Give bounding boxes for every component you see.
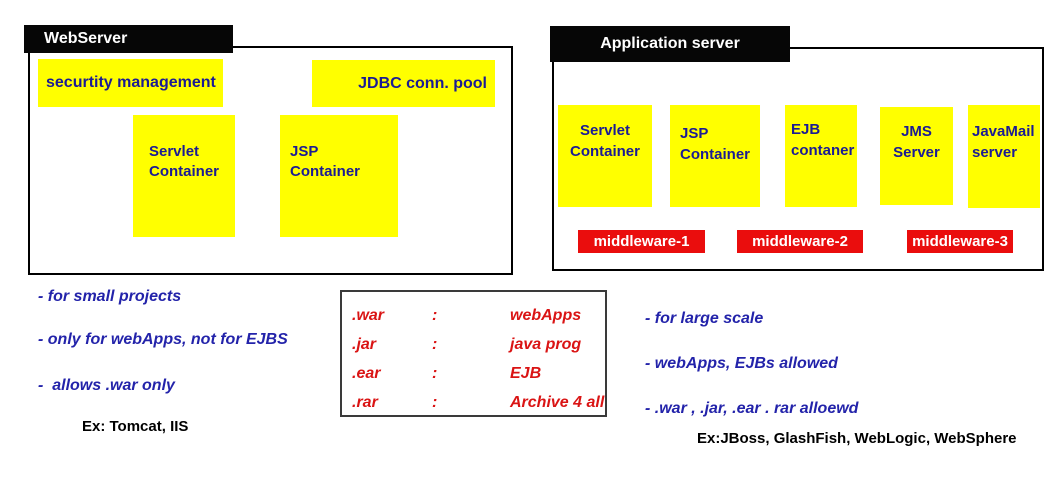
legend-ext-ear: .ear	[352, 364, 381, 382]
webserver-security-management-box: securtity management	[38, 59, 223, 107]
archive-legend-box: .war : webApps .jar : java prog .ear : E…	[340, 290, 607, 417]
appserver-note-ejbs-allowed: - webApps, EJBs allowed	[645, 355, 838, 372]
as-jms-line2: Server	[893, 144, 940, 161]
servlet-label-line2: Container	[149, 163, 220, 180]
legend-ext-jar: .jar	[352, 335, 377, 353]
legend-sep-war: :	[432, 306, 438, 324]
appserver-ejb-container-box: EJB contaner	[785, 105, 857, 207]
legend-sep-rar: :	[432, 393, 438, 411]
as-jsp-line1: JSP	[680, 125, 709, 142]
appserver-jsp-container-box: JSP Container	[670, 105, 760, 207]
webserver-header: WebServer	[24, 25, 233, 53]
legend-sep-ear: :	[432, 364, 438, 382]
appserver-note-large-scale: - for large scale	[645, 310, 764, 327]
as-ejb-line1: EJB	[791, 121, 821, 138]
jdbc-pool-label: JDBC conn. pool	[358, 75, 487, 92]
middleware-2-box: middleware-2	[737, 230, 863, 253]
webserver-title: WebServer	[44, 30, 128, 47]
legend-sep-jar: :	[432, 335, 438, 353]
as-javamail-line2: server	[972, 144, 1018, 161]
as-ejb-line2: contaner	[791, 142, 855, 159]
legend-desc-war: webApps	[510, 306, 582, 324]
legend-row-ear: .ear : EJB	[342, 359, 605, 388]
appserver-servlet-container-box: Servlet Container	[558, 105, 652, 207]
as-servlet-line2: Container	[569, 143, 640, 160]
jsp-label-line2: Container	[290, 163, 361, 180]
webserver-examples: Ex: Tomcat, IIS	[82, 418, 189, 435]
legend-row-rar: .rar : Archive 4 all	[342, 388, 605, 417]
webserver-jdbc-pool-box: JDBC conn. pool	[312, 60, 495, 107]
middleware-1-box: middleware-1	[578, 230, 705, 253]
webserver-servlet-container-box: Servlet Container	[133, 115, 235, 237]
appserver-title: Application server	[600, 35, 740, 52]
jsp-label-line1: JSP	[290, 143, 319, 160]
legend-ext-rar: .rar	[352, 393, 378, 411]
legend-desc-ear: EJB	[510, 364, 542, 382]
webserver-jsp-container-box: JSP Container	[280, 115, 398, 237]
appserver-note-archives-allowed: - .war , .jar, .ear . rar alloewd	[645, 400, 859, 417]
legend-row-war: .war : webApps	[342, 301, 605, 330]
appserver-examples: Ex:JBoss, GlashFish, WebLogic, WebSphere	[697, 430, 1017, 447]
as-servlet-line1: Servlet	[579, 122, 631, 139]
webserver-note-war-only: - allows .war only	[38, 377, 175, 394]
legend-desc-rar: Archive 4 all	[510, 393, 605, 411]
legend-row-jar: .jar : java prog	[342, 330, 605, 359]
webserver-note-webapps-only: - only for webApps, not for EJBS	[38, 331, 288, 348]
legend-desc-jar: java prog	[510, 335, 582, 353]
middleware-3-box: middleware-3	[907, 230, 1013, 253]
appserver-jms-server-box: JMS Server	[880, 107, 953, 205]
as-jms-line1: JMS	[901, 123, 932, 140]
legend-ext-war: .war	[352, 306, 385, 324]
servlet-label-line1: Servlet	[149, 143, 200, 160]
appserver-javamail-server-box: JavaMail server	[968, 105, 1040, 208]
webserver-note-small-projects: - for small projects	[38, 288, 182, 305]
as-javamail-line1: JavaMail	[972, 123, 1035, 140]
security-management-label: securtity management	[46, 74, 216, 91]
appserver-header: Application server	[550, 26, 790, 62]
as-jsp-line2: Container	[680, 146, 751, 163]
